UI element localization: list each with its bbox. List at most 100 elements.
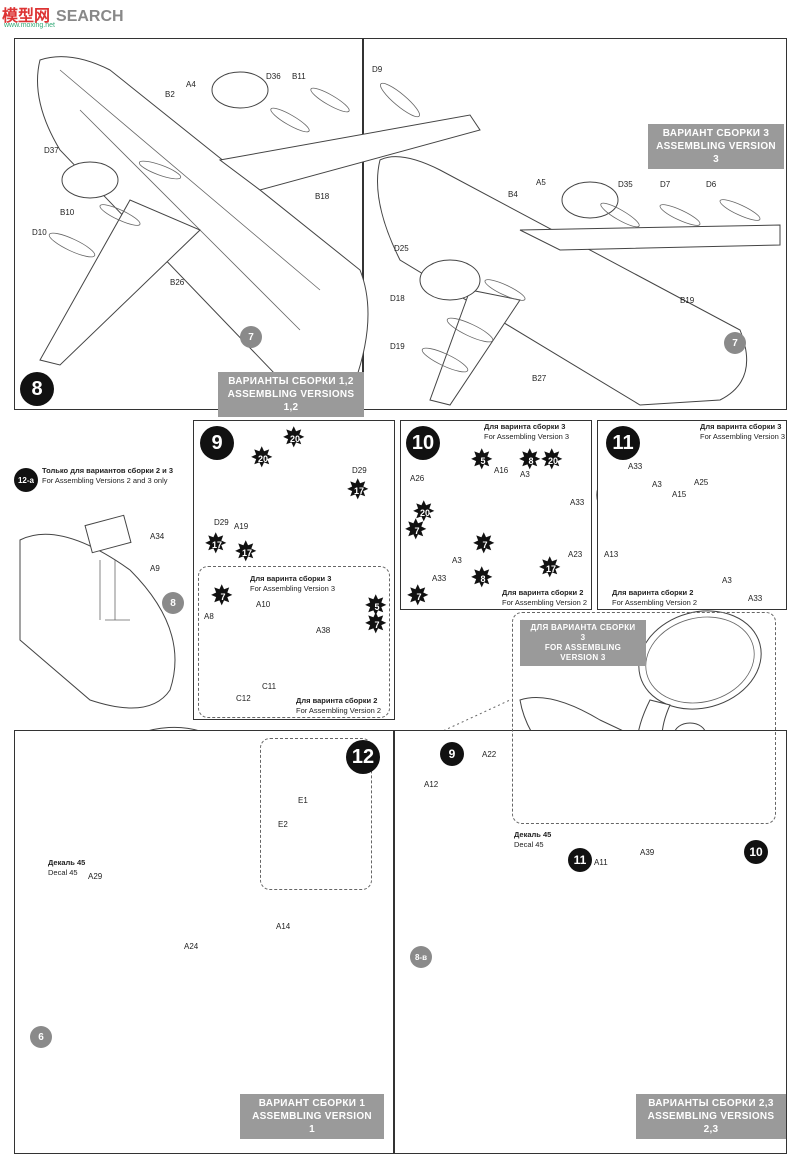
part-label: D36 (266, 72, 281, 81)
part-label: A38 (316, 626, 331, 635)
step-8-badge: 8 (20, 372, 54, 406)
star-callout: 8 (470, 561, 494, 594)
part-label: A4 (186, 80, 196, 89)
watermark-url: www.moxing.net (4, 22, 55, 29)
part-label: A39 (640, 848, 655, 857)
part-label: D25 (394, 244, 409, 253)
star-callout: 7 (472, 527, 496, 560)
star-callout: 17 (538, 551, 562, 584)
step-8-divider (362, 38, 364, 410)
part-label: B10 (60, 208, 75, 217)
reference-circle: 8-в (410, 946, 432, 968)
decal-45-note-left: Декаль 45 Decal 45 (48, 858, 85, 878)
part-label: C11 (262, 682, 277, 691)
reference-badge: 11 (568, 848, 592, 872)
part-label: D10 (32, 228, 47, 237)
note-ru: Для варинта сборки 2 (612, 588, 694, 597)
banner-en: ASSEMBLING VERSION 3 (656, 141, 776, 165)
part-label: D6 (706, 180, 717, 189)
note-ru: Только для вариантов сборки 2 и 3 (42, 466, 174, 475)
part-label: A33 (432, 574, 447, 583)
part-label: A29 (88, 872, 103, 881)
part-label: A24 (184, 942, 199, 951)
star-callout: 20 (282, 421, 306, 454)
note-en: For Assembling Version 3 (700, 432, 786, 441)
watermark-title: 模型网 (2, 8, 51, 25)
note-en: For Assembling Version 2 (612, 598, 698, 607)
decal-en: Decal 45 (514, 840, 544, 849)
v3-note: Для варинта сборки 3 For Assembling Vers… (700, 422, 785, 442)
inset-v3-note: Для варинта сборки 3 For Assembling Vers… (250, 574, 335, 594)
assembling-versions-2-3-banner: ВАРИАНТЫ СБОРКИ 2,3 ASSEMBLING VERSIONS … (636, 1094, 786, 1139)
part-label: D35 (618, 180, 633, 189)
reference-circle: 7 (724, 332, 746, 354)
assembling-version-1-banner: ВАРИАНТ СБОРКИ 1 ASSEMBLING VERSION 1 (240, 1094, 384, 1139)
star-callout: 5 (470, 443, 494, 476)
star-callout: 20 (250, 441, 274, 474)
part-label: A10 (256, 600, 271, 609)
part-label: A26 (410, 474, 425, 483)
part-label: A14 (276, 922, 291, 931)
inset-v2-note: Для варинта сборки 2 For Assembling Vers… (296, 696, 381, 716)
note-en: For Assembling Version 2 (296, 706, 382, 715)
part-label: B19 (680, 296, 695, 305)
note-ru: Для варинта сборки 3 (250, 574, 332, 583)
part-label: B26 (170, 278, 185, 287)
note-en: For Assembling Version 3 (484, 432, 570, 441)
star-callout: 17 (204, 527, 228, 560)
star-callout: 17 (234, 535, 258, 568)
part-label: B2 (165, 90, 175, 99)
star-callout: 7 (210, 579, 234, 612)
assembling-versions-1-2-banner: ВАРИАНТЫ СБОРКИ 1,2 ASSEMBLING VERSIONS … (218, 372, 364, 417)
part-label: D29 (352, 466, 367, 475)
part-label: D37 (44, 146, 59, 155)
assembling-version-3-banner: ВАРИАНТ СБОРКИ 3 ASSEMBLING VERSION 3 (648, 124, 784, 169)
part-label: B11 (292, 72, 306, 81)
part-label: A13 (604, 550, 619, 559)
step-10-badge: 10 (406, 426, 440, 460)
part-label: B27 (532, 374, 547, 383)
part-label: A3 (652, 480, 662, 489)
reference-badge: 9 (440, 742, 464, 766)
part-label: E1 (298, 796, 308, 805)
part-label: D18 (390, 294, 405, 303)
part-label: C12 (236, 694, 251, 703)
reference-badge: 10 (744, 840, 768, 864)
star-callout: 7 (406, 579, 430, 612)
part-label: E2 (278, 820, 288, 829)
v2-note: Для варинта сборки 2 For Assembling Vers… (502, 588, 587, 608)
step-12a-note: Только для вариантов сборки 2 и 3 For As… (42, 466, 173, 486)
v2-note: Для варинта сборки 2 For Assembling Vers… (612, 588, 697, 608)
part-label: A33 (748, 594, 763, 603)
part-label: A3 (452, 556, 462, 565)
note-ru: Для варинта сборки 2 (296, 696, 378, 705)
banner-ru: ВАРИАНТ СБОРКИ 3 (662, 128, 770, 139)
v3-note: Для варинта сборки 3 For Assembling Vers… (484, 422, 569, 442)
part-label: A34 (150, 532, 165, 541)
decal-en: Decal 45 (48, 868, 78, 877)
banner-ru: ВАРИАНТЫ СБОРКИ 1,2 (228, 376, 354, 387)
part-label: A9 (150, 564, 160, 573)
step-9-inset (198, 566, 390, 718)
star-callout: 20 (540, 443, 564, 476)
part-label: B4 (508, 190, 518, 199)
star-callout: 8 (518, 443, 542, 476)
part-label: B18 (315, 192, 330, 201)
reference-circle: 7 (240, 326, 262, 348)
note-ru: Для варинта сборки 2 (502, 588, 584, 597)
banner-en: ASSEMBLING VERSIONS 1,2 (227, 389, 355, 413)
part-label: A33 (628, 462, 643, 471)
banner-ru: ВАРИАНТ СБОРКИ 1 (258, 1098, 366, 1109)
part-label: D29 (214, 518, 229, 527)
note-en: For Assembling Versions 2 and 3 only (42, 476, 168, 485)
note-en: For Assembling Version 2 (502, 598, 588, 607)
step-12a-badge: 12-a (14, 468, 38, 492)
part-label: D7 (660, 180, 671, 189)
star-callout: 17 (346, 473, 370, 506)
part-label: A15 (672, 490, 687, 499)
reference-circle: 6 (30, 1026, 52, 1048)
decal-45-note-right: Декаль 45 Decal 45 (514, 830, 551, 850)
decal-ru: Декаль 45 (48, 858, 86, 867)
part-label: A25 (694, 478, 709, 487)
